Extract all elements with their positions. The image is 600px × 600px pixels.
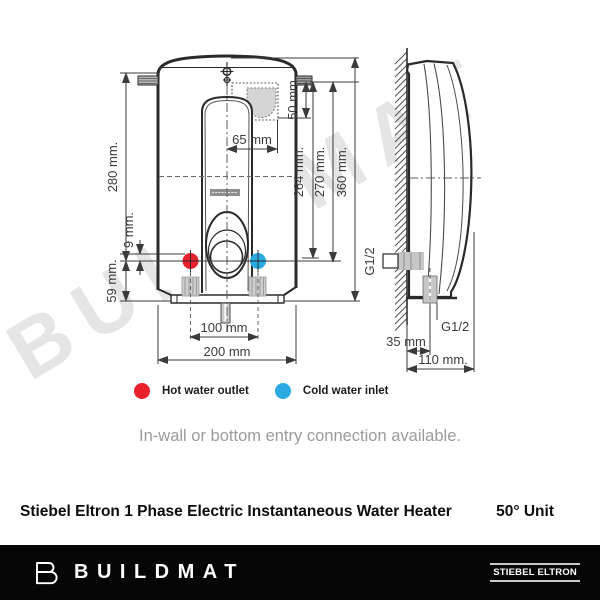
dim-g12-wall-label: G1/2 bbox=[362, 247, 377, 275]
wall-connector bbox=[382, 252, 424, 270]
buildmat-wordmark: BUILDMAT bbox=[74, 561, 245, 583]
dim-50-label: 50 mm bbox=[285, 80, 300, 120]
bottom-outlet-tube bbox=[220, 302, 231, 324]
dim-360-label: 360 mm. bbox=[334, 147, 349, 198]
dim-100-label: 100 mm bbox=[201, 320, 248, 335]
dim-59-label: 59 mm. bbox=[104, 259, 119, 302]
side-view-drawing bbox=[382, 48, 481, 352]
legend-cold-water: Cold water inlet bbox=[274, 383, 389, 399]
dim-110-label: 110 mm. bbox=[418, 352, 468, 367]
in-wall-connection-shape bbox=[246, 87, 277, 118]
legend-hot-water: Hot water outlet bbox=[134, 383, 249, 399]
side-view-dimension-labels: G1/2 G1/2 35 mm 110 mm. bbox=[362, 247, 469, 367]
footer-bar: BUILDMAT STIEBEL ELTRON bbox=[0, 545, 600, 600]
cold-water-label: Cold water inlet bbox=[302, 385, 389, 397]
product-title: Stiebel Eltron 1 Phase Electric Instanta… bbox=[20, 503, 452, 520]
cold-water-dot-icon bbox=[274, 383, 291, 399]
dim-35-label: 35 mm bbox=[386, 334, 426, 349]
product-title-row: Stiebel Eltron 1 Phase Electric Instanta… bbox=[0, 503, 600, 521]
front-view-dimensions bbox=[120, 57, 360, 364]
stiebel-eltron-logo: STIEBEL ELTRON bbox=[490, 563, 580, 582]
dimension-diagram: BUILDMAT bbox=[0, 36, 511, 397]
dim-264-label: 264 mm. bbox=[291, 147, 306, 198]
dim-g12-bottom-label: G1/2 bbox=[441, 319, 469, 334]
front-view-dimension-labels: 280 mm. 9 mm. 59 mm. 50 mm 264 mm. 270 m… bbox=[104, 80, 349, 359]
dim-65-label: 65 mm bbox=[232, 132, 272, 147]
connection-caption: In-wall or bottom entry connection avail… bbox=[139, 427, 461, 445]
dim-270-label: 270 mm. bbox=[312, 147, 327, 198]
legend: Hot water outlet Cold water inlet bbox=[134, 383, 389, 399]
screw-icon bbox=[220, 62, 234, 86]
dim-280-label: 280 mm. bbox=[105, 142, 120, 193]
side-view-dimensions bbox=[406, 232, 475, 373]
buildmat-logo: BUILDMAT bbox=[34, 558, 245, 588]
buildmat-b-icon bbox=[36, 561, 58, 584]
dim-200-label: 200 mm bbox=[204, 344, 251, 359]
dim-9-label: 9 mm. bbox=[121, 212, 136, 248]
hot-water-label: Hot water outlet bbox=[162, 385, 249, 397]
hot-water-dot-icon bbox=[134, 383, 150, 399]
product-variant: 50° Unit bbox=[496, 503, 554, 520]
mounting-tabs bbox=[137, 75, 313, 86]
in-wall-connection-zone bbox=[231, 82, 279, 121]
side-body-outline bbox=[405, 59, 473, 299]
